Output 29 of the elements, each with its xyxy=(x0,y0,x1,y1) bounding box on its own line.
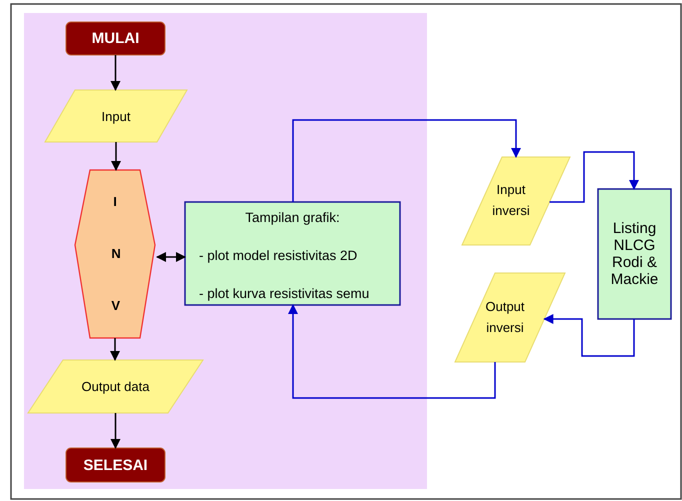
process-box xyxy=(598,189,671,319)
arrow xyxy=(110,55,120,91)
node-text: MULAI xyxy=(92,30,140,47)
arrow xyxy=(543,314,635,357)
node-text: - plot model resistivitas 2D xyxy=(199,248,358,263)
arrow xyxy=(110,413,120,449)
arrow xyxy=(550,151,639,203)
arrow xyxy=(156,252,186,262)
arrow xyxy=(288,304,496,399)
node-text: Input xyxy=(102,108,130,124)
terminal-box xyxy=(66,22,165,55)
io-parallelogram xyxy=(462,157,570,245)
terminal-box xyxy=(66,448,165,482)
io-parallelogram xyxy=(455,273,565,362)
heading-text: Tampilan grafik: xyxy=(245,210,340,225)
node-text: - plot kurva resistivitas semu xyxy=(199,286,370,301)
io-parallelogram xyxy=(28,360,203,413)
arrow xyxy=(292,119,521,202)
io-parallelogram xyxy=(45,90,187,142)
arrow xyxy=(111,142,121,171)
node-text: I N V xyxy=(111,193,119,315)
node-text: Input inversi xyxy=(491,181,531,220)
node-text: Output inversi xyxy=(484,298,526,336)
hexagon-shape xyxy=(75,170,155,338)
node-text: Listing NLCG Rodi & Mackie xyxy=(610,220,660,288)
node-text: SELESAI xyxy=(83,456,148,474)
arrow xyxy=(110,338,120,361)
process-box xyxy=(185,202,400,305)
node-text: Output data xyxy=(82,379,150,394)
